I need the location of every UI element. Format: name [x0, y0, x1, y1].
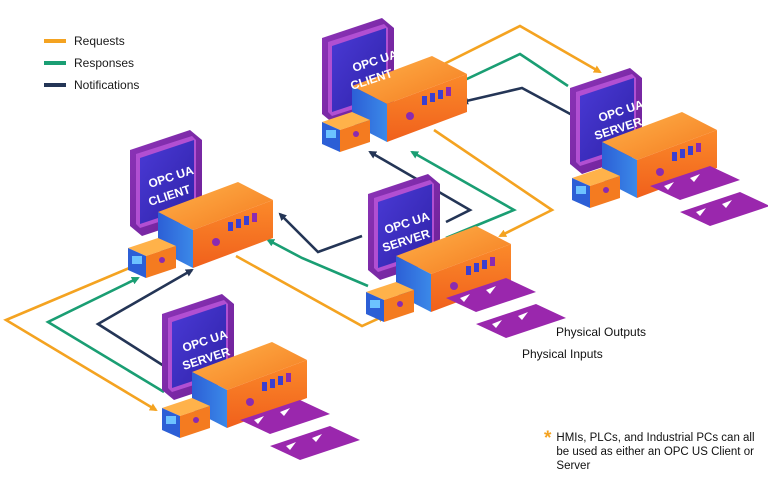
node-client-left: OPC UA CLIENT	[128, 130, 273, 278]
request-arrow-top-to-middle	[433, 128, 555, 238]
footnote-text: HMIs, PLCs, and Industrial PCs can all b…	[556, 432, 755, 472]
node-server-middle: OPC UA SERVER	[366, 174, 566, 338]
response-arrow-middle-to-left	[266, 238, 369, 288]
physical-outputs-label: Physical Outputs	[556, 325, 647, 339]
response-arrow-middle-to-top	[410, 150, 517, 240]
request-arrow-top-to-right	[431, 24, 602, 74]
response-arrow-bottom-to-left	[45, 276, 165, 394]
physical-inputs-label: Physical Inputs	[522, 347, 603, 361]
request-arrow-left-to-bottom	[3, 264, 158, 412]
notification-arrow-middle-to-left	[278, 212, 363, 254]
notification-arrow-right-to-top	[460, 86, 575, 118]
notification-arrow-middle-to-top	[368, 150, 473, 224]
notification-arrow-bottom-to-left	[95, 268, 194, 368]
legend-item-requests: Requests	[44, 33, 125, 49]
legend-item-notifications: Notifications	[44, 77, 139, 93]
response-arrow-right-to-top	[450, 52, 569, 88]
legend-label-responses: Responses	[74, 56, 135, 70]
legend-label-notifications: Notifications	[74, 78, 140, 92]
node-server-right: OPC UA SERVER	[570, 68, 768, 226]
request-arrow-left-to-middle	[235, 254, 386, 328]
connectors	[3, 24, 602, 412]
responses-swatch	[44, 61, 66, 65]
asterisk-icon: *	[544, 428, 552, 449]
node-client-top: OPC UA CLIENT	[322, 18, 467, 152]
legend-item-responses: Responses	[44, 55, 134, 71]
requests-swatch	[44, 39, 66, 43]
node-server-bottom: OPC UA SERVER	[162, 294, 360, 460]
footnote: * HMIs, PLCs, and Industrial PCs can all…	[544, 428, 756, 473]
legend-label-requests: Requests	[74, 34, 125, 48]
notifications-swatch	[44, 83, 66, 87]
